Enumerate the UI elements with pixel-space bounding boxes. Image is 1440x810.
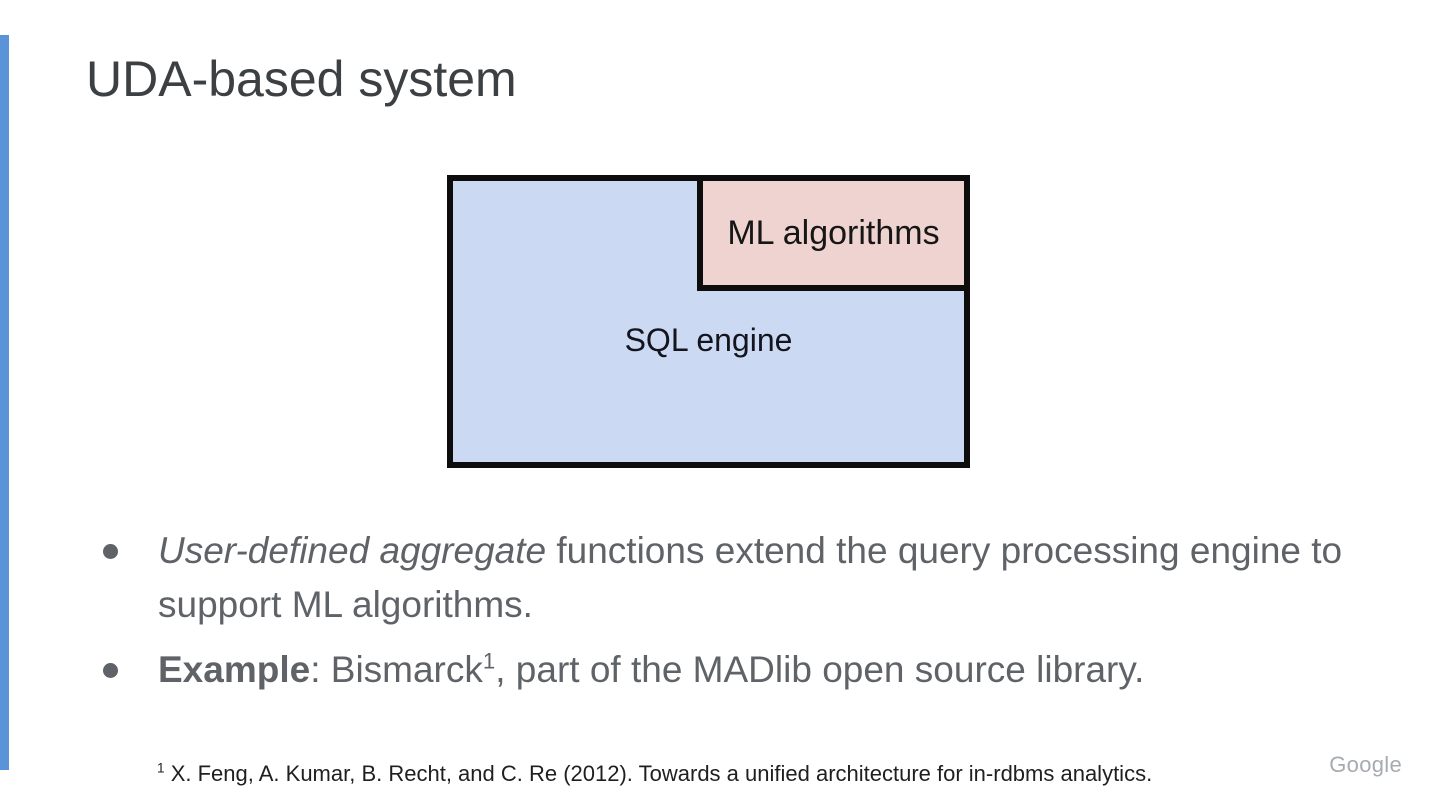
- sql-engine-box: ML algorithms SQL engine: [447, 175, 970, 468]
- bullet-mid-segment: : Bismarck: [310, 649, 483, 690]
- bullet-rest-segment: , part of the MADlib open source library…: [495, 649, 1145, 690]
- ml-algorithms-label: ML algorithms: [727, 213, 940, 252]
- bullet-text: Example: Bismarck1, part of the MADlib o…: [158, 643, 1368, 697]
- slide-title: UDA-based system: [86, 51, 517, 107]
- footnote: 1 X. Feng, A. Kumar, B. Recht, and C. Re…: [157, 760, 1152, 789]
- footnote-superscript: 1: [157, 760, 165, 776]
- ml-algorithms-box: ML algorithms: [697, 175, 970, 291]
- bullet-dot-icon: [103, 544, 118, 559]
- bullet-italic-segment: User-defined aggregate: [158, 530, 547, 571]
- bullet-dot-icon: [103, 663, 118, 678]
- google-logo: Google: [1329, 752, 1402, 777]
- citation-superscript: 1: [482, 648, 496, 674]
- bullet-rest-segment: functions extend the query processing en…: [158, 530, 1343, 625]
- footnote-text: X. Feng, A. Kumar, B. Recht, and C. Re (…: [164, 761, 1153, 786]
- accent-bar: [0, 35, 9, 770]
- bullet-bold-segment: Example: [158, 649, 311, 690]
- architecture-diagram: ML algorithms SQL engine: [447, 175, 970, 468]
- bullet-item-example: Example: Bismarck1, part of the MADlib o…: [103, 643, 1368, 697]
- bullet-text: User-defined aggregate functions extend …: [158, 524, 1368, 632]
- bullet-item-uda: User-defined aggregate functions extend …: [103, 524, 1368, 632]
- bullet-list: User-defined aggregate functions extend …: [103, 524, 1368, 697]
- sql-engine-label: SQL engine: [624, 322, 793, 358]
